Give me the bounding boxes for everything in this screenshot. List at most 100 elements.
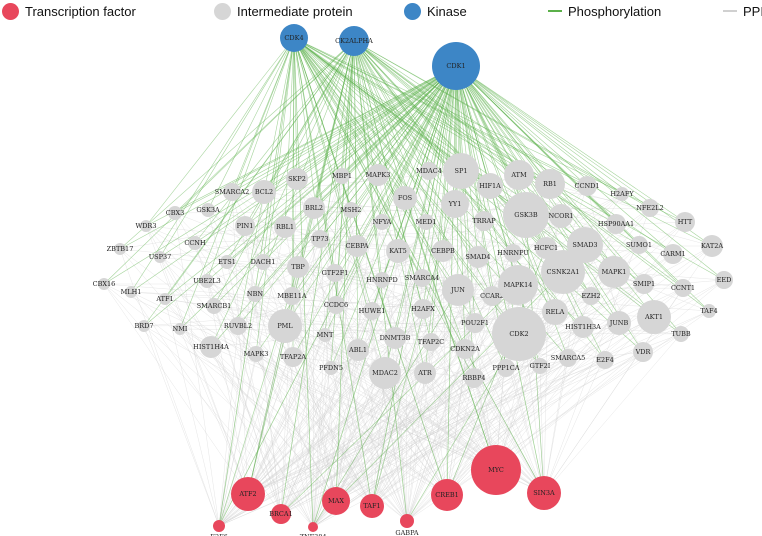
node-cbx16[interactable]: CBX16 xyxy=(93,278,116,290)
intermediate-protein-node[interactable] xyxy=(286,168,308,190)
node-cbx3[interactable]: CBX3 xyxy=(166,206,185,220)
node-kat5[interactable]: KAT5 xyxy=(386,239,410,263)
node-mdac4[interactable]: MDAC4 xyxy=(416,162,442,180)
intermediate-protein-node[interactable] xyxy=(630,236,648,254)
node-smad4[interactable]: SMAD4 xyxy=(465,246,491,268)
intermediate-protein-node[interactable] xyxy=(465,313,485,333)
transcription-factor-node[interactable] xyxy=(213,520,225,532)
node-mnt[interactable]: MNT xyxy=(317,328,334,342)
node-mbp1[interactable]: MBP1 xyxy=(332,168,352,184)
node-ccnd1[interactable]: CCND1 xyxy=(575,176,600,196)
node-atm[interactable]: ATM xyxy=(504,160,534,190)
intermediate-protein-node[interactable] xyxy=(311,230,329,248)
intermediate-protein-node[interactable] xyxy=(637,300,671,334)
node-gabpa[interactable]: GABPA xyxy=(395,514,419,536)
node-huwe1[interactable]: HUWE1 xyxy=(359,302,386,320)
node-cebpa[interactable]: CEBPA xyxy=(346,235,369,257)
node-sin3a[interactable]: SIN3A xyxy=(527,476,561,510)
node-htt[interactable]: HTT xyxy=(675,212,695,232)
node-ets1[interactable]: ETS1 xyxy=(218,255,236,269)
intermediate-protein-node[interactable] xyxy=(492,307,546,361)
node-smad3[interactable]: SMAD3 xyxy=(567,227,603,263)
kinase-node[interactable] xyxy=(280,24,308,52)
node-tubb[interactable]: TUBB xyxy=(671,326,691,342)
node-mapk14[interactable]: MAPK14 xyxy=(498,265,538,305)
intermediate-protein-node[interactable] xyxy=(324,361,338,375)
intermediate-protein-node[interactable] xyxy=(374,272,390,288)
intermediate-protein-node[interactable] xyxy=(477,173,503,199)
kinase-node[interactable] xyxy=(339,26,369,56)
intermediate-protein-node[interactable] xyxy=(413,299,433,319)
node-ck2alpha[interactable]: CK2ALPHA xyxy=(335,26,373,56)
intermediate-protein-node[interactable] xyxy=(220,255,234,269)
node-akt1[interactable]: AKT1 xyxy=(637,300,671,334)
node-e2f4[interactable]: E2F4 xyxy=(596,351,614,369)
node-nfya[interactable]: NFYA xyxy=(373,214,392,230)
intermediate-protein-node[interactable] xyxy=(347,339,369,361)
intermediate-protein-node[interactable] xyxy=(702,304,716,318)
intermediate-protein-node[interactable] xyxy=(441,190,469,218)
node-skp2[interactable]: SKP2 xyxy=(286,168,308,190)
intermediate-protein-node[interactable] xyxy=(247,286,263,302)
transcription-factor-node[interactable] xyxy=(271,504,291,524)
intermediate-protein-node[interactable] xyxy=(464,368,484,388)
node-cdkn2a[interactable]: CDKN2A xyxy=(450,339,480,359)
intermediate-protein-node[interactable] xyxy=(532,358,548,374)
intermediate-protein-node[interactable] xyxy=(229,317,247,335)
node-vdr[interactable]: VDR xyxy=(633,342,653,362)
intermediate-protein-node[interactable] xyxy=(615,187,629,201)
node-pfdn5[interactable]: PFDN5 xyxy=(319,361,343,375)
node-pml[interactable]: PML xyxy=(268,309,302,343)
node-ncor1[interactable]: NCOR1 xyxy=(548,204,574,228)
intermediate-protein-node[interactable] xyxy=(393,186,417,210)
intermediate-protein-node[interactable] xyxy=(607,311,631,335)
intermediate-protein-node[interactable] xyxy=(497,359,515,377)
intermediate-protein-node[interactable] xyxy=(363,302,381,320)
node-jun[interactable]: JUN xyxy=(442,274,474,306)
node-bcl2[interactable]: BCL2 xyxy=(252,180,276,204)
node-rela[interactable]: RELA xyxy=(542,299,568,325)
intermediate-protein-node[interactable] xyxy=(369,357,401,389)
intermediate-protein-node[interactable] xyxy=(318,328,332,342)
intermediate-protein-node[interactable] xyxy=(367,164,389,186)
node-ccar2[interactable]: CCAR2 xyxy=(480,286,504,306)
intermediate-protein-node[interactable] xyxy=(248,346,264,362)
intermediate-protein-node[interactable] xyxy=(504,160,534,190)
intermediate-protein-node[interactable] xyxy=(326,264,344,282)
intermediate-protein-node[interactable] xyxy=(154,251,166,263)
node-rbl1[interactable]: RBL1 xyxy=(274,216,296,238)
node-pou2f1[interactable]: POU2F1 xyxy=(461,313,489,333)
node-tbp[interactable]: TBP xyxy=(287,256,309,278)
transcription-factor-node[interactable] xyxy=(471,445,521,495)
node-atf1[interactable]: ATF1 xyxy=(155,293,174,305)
node-hnrnpd[interactable]: HNRNPD xyxy=(366,272,398,288)
intermediate-protein-node[interactable] xyxy=(673,326,689,342)
node-gsk3a[interactable]: GSK3A xyxy=(196,203,220,217)
node-gtf2i[interactable]: GTF2I xyxy=(530,358,551,374)
node-pin1[interactable]: PIN1 xyxy=(235,216,255,236)
intermediate-protein-node[interactable] xyxy=(384,327,406,349)
node-junb[interactable]: JUNB xyxy=(607,311,631,335)
node-usp37[interactable]: USP37 xyxy=(149,251,172,263)
node-dach1[interactable]: DACH1 xyxy=(251,254,276,270)
intermediate-protein-node[interactable] xyxy=(606,214,626,234)
node-mbe11a[interactable]: MBE11A xyxy=(277,287,307,305)
node-fos[interactable]: FOS xyxy=(393,186,417,210)
node-tfap2a[interactable]: TFAP2A xyxy=(280,347,306,367)
intermediate-protein-node[interactable] xyxy=(200,274,214,288)
intermediate-protein-node[interactable] xyxy=(255,254,271,270)
kinase-node[interactable] xyxy=(432,42,480,90)
node-cdk1[interactable]: CDK1 xyxy=(432,42,480,90)
transcription-factor-node[interactable] xyxy=(360,494,384,518)
node-dnmt3b[interactable]: DNMT3B xyxy=(380,327,411,349)
intermediate-protein-node[interactable] xyxy=(174,323,186,335)
node-hist1h3a[interactable]: HIST1H3A xyxy=(565,316,601,338)
node-med1[interactable]: MED1 xyxy=(416,214,437,230)
node-hist1h4a[interactable]: HIST1H4A xyxy=(193,336,229,358)
intermediate-protein-node[interactable] xyxy=(542,299,568,325)
node-ezh2[interactable]: EZH2 xyxy=(581,287,601,305)
intermediate-protein-node[interactable] xyxy=(482,286,502,306)
node-hnrnpu[interactable]: HNRNPU xyxy=(497,244,529,262)
intermediate-protein-node[interactable] xyxy=(188,236,202,250)
node-smarca2[interactable]: SMARCA2 xyxy=(215,183,250,201)
